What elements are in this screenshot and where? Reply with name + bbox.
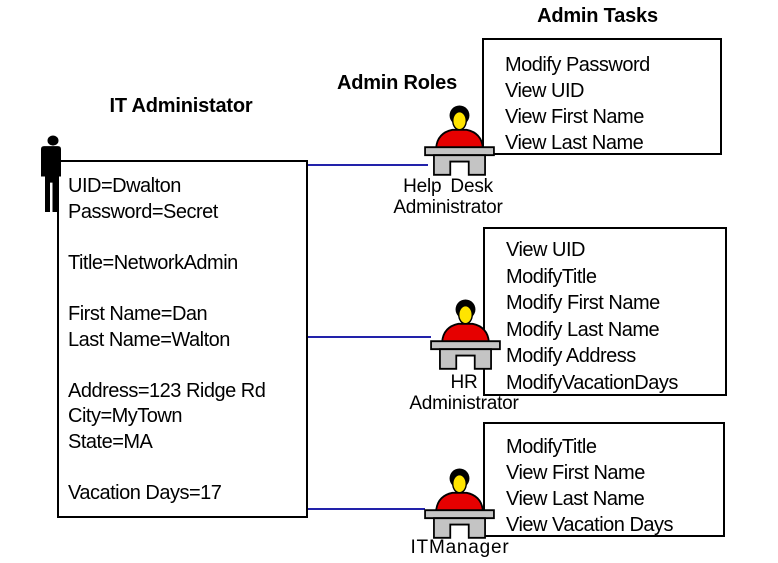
user-person-icon — [38, 135, 64, 216]
task-item: ModifyTitle — [506, 436, 597, 458]
connector-line-hr — [308, 336, 431, 338]
hr-administrator-icon — [430, 298, 501, 370]
user-attribute-line: Title=NetworkAdmin — [68, 251, 238, 274]
user-attribute-line: Vacation Days=17 — [68, 482, 222, 505]
helpdesk-administrator-icon — [424, 104, 495, 176]
admin-tasks-title: Admin Tasks — [537, 5, 658, 27]
connector-line-itmanager — [308, 508, 425, 510]
user-attribute-line: Address=123 Ridge Rd — [68, 379, 266, 402]
role-label-line: Administrator — [393, 197, 503, 218]
task-item: Modify Password — [505, 54, 650, 76]
user-attribute-line — [68, 226, 302, 252]
user-attribute-line: First Name=Dan — [68, 302, 208, 325]
role-label-line: Administrator — [409, 393, 519, 414]
task-item: View Last Name — [505, 132, 644, 154]
admin-roles-title: Admin Roles — [336, 72, 458, 94]
task-item: View Vacation Days — [506, 514, 674, 536]
it-administator-title: IT Administator — [109, 95, 253, 117]
task-item: View UID — [505, 80, 585, 102]
user-attribute-line — [68, 354, 302, 380]
user-attribute-line: State=MA — [68, 430, 153, 453]
user-attribute-line — [68, 277, 302, 303]
user-attribute-line: UID=Dwalton — [68, 175, 181, 197]
task-item: ModifyVacationDays — [506, 371, 678, 394]
role-label-line: HR — [450, 372, 478, 393]
task-item: Modify Address — [506, 345, 636, 367]
it-manager-label: ITManager — [384, 537, 536, 558]
task-item: View UID — [506, 239, 586, 261]
role-label-line: Help Desk — [403, 176, 493, 197]
user-attribute-line — [68, 457, 302, 483]
user-attribute-line: City=MyTown — [68, 405, 182, 428]
user-attribute-line: Password=Secret — [68, 200, 218, 223]
task-item: View First Name — [506, 462, 645, 484]
task-item: Modify Last Name — [506, 318, 660, 341]
task-item: View First Name — [505, 106, 644, 128]
role-label-line: ITManager — [410, 537, 510, 558]
user-attribute-line: Last Name=Walton — [68, 328, 230, 351]
task-item: ModifyTitle — [506, 265, 597, 288]
connector-line-helpdesk — [308, 164, 428, 166]
task-item: View Last Name — [506, 488, 645, 510]
task-item: Modify First Name — [506, 292, 660, 314]
it-manager-icon — [424, 467, 495, 539]
